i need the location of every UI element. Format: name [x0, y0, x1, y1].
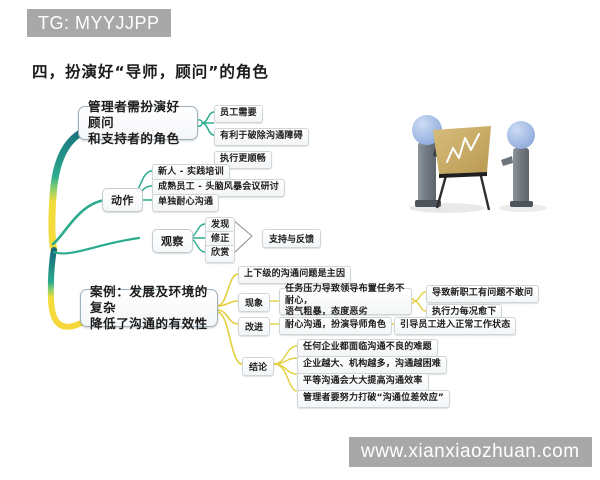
node-action-root-label: 动作: [111, 194, 134, 207]
node-case-lead-label: 上下级的沟通问题是主因: [244, 269, 346, 279]
node-group-conclusion-label: 结论: [249, 363, 268, 373]
node-improvement-detail-label: 耐心沟通，扮演导师角色: [285, 320, 387, 330]
node-observe-child-3-label: 欣赏: [211, 248, 230, 258]
node-conclusion-4[interactable]: 管理者要努力打破“沟通位差效应”: [297, 390, 451, 408]
node-action-child-1-label: 新人 - 实践培训: [158, 167, 224, 177]
node-improvement-result[interactable]: 引导员工进入正常工作状态: [394, 317, 517, 335]
node-role-child-2-label: 有利于破除沟通障碍: [220, 131, 303, 141]
node-phenomenon-effect-2-label: 执行力每况愈下: [432, 307, 497, 317]
node-case-lead[interactable]: 上下级的沟通问题是主因: [238, 266, 352, 284]
node-conclusion-4-label: 管理者要努力打破“沟通位差效应”: [303, 393, 445, 403]
node-observe-root-label: 观察: [161, 235, 184, 248]
node-observe-child-3[interactable]: 欣赏: [205, 245, 236, 263]
node-conclusion-1-label: 任何企业都面临沟通不良的难题: [303, 342, 432, 352]
node-role-child-1[interactable]: 员工需要: [214, 105, 263, 123]
node-conclusion-2-label: 企业越大、机构越多，沟通越困难: [303, 359, 442, 369]
node-conclusion-3[interactable]: 平等沟通会大大提高沟通效率: [297, 373, 429, 391]
node-role-root-label: 管理者需扮演好顾问 和支持者的角色: [88, 99, 180, 146]
node-group-phenomenon-label: 现象: [245, 299, 264, 309]
node-conclusion-1[interactable]: 任何企业都面临沟通不良的难题: [297, 339, 438, 357]
node-action-child-3-label: 单独耐心沟通: [158, 197, 214, 207]
node-phenomenon-effect-1-label: 导致新职工有问题不敢问: [432, 288, 534, 298]
node-improvement-result-label: 引导员工进入正常工作状态: [400, 320, 511, 330]
node-action-child-2[interactable]: 成熟员工 - 头脑风暴会议研讨: [152, 179, 286, 197]
node-observe-root[interactable]: 观察: [152, 229, 193, 253]
node-group-improvement-label: 改进: [245, 323, 264, 333]
node-role-root[interactable]: 管理者需扮演好顾问 和支持者的角色: [78, 99, 198, 146]
node-conclusion-2[interactable]: 企业越大、机构越多，沟通越困难: [297, 356, 448, 374]
node-role-child-1-label: 员工需要: [220, 108, 257, 118]
illustration-presentation: [409, 115, 547, 213]
node-observe-merge[interactable]: 支持与反馈: [262, 229, 322, 248]
node-action-child-3[interactable]: 单独耐心沟通: [152, 194, 220, 212]
node-action-root[interactable]: 动作: [102, 188, 143, 212]
node-case-root-label: 案例：发展及环境的复杂 降低了沟通的有效性: [90, 284, 208, 331]
watermark-top: TG: MYYJJPP: [27, 9, 171, 37]
node-phenomenon-effect-1[interactable]: 导致新职工有问题不敢问: [426, 285, 540, 303]
node-group-improvement[interactable]: 改进: [238, 317, 271, 336]
node-phenomenon-detail[interactable]: 任务压力导致领导布置任务不耐心， 语气粗暴，态度恶劣: [279, 284, 412, 317]
node-group-conclusion[interactable]: 结论: [242, 357, 275, 376]
node-observe-child-2-label: 修正: [211, 234, 230, 244]
node-observe-merge-label: 支持与反馈: [269, 235, 315, 245]
node-case-root[interactable]: 案例：发展及环境的复杂 降低了沟通的有效性: [80, 284, 218, 331]
watermark-bottom: www.xianxiaozhuan.com: [349, 437, 592, 467]
node-improvement-detail[interactable]: 耐心沟通，扮演导师角色: [279, 317, 393, 335]
node-role-child-2[interactable]: 有利于破除沟通障碍: [214, 128, 309, 146]
node-group-phenomenon[interactable]: 现象: [238, 293, 271, 312]
page-title: 四，扮演好“导师，顾问”的角色: [32, 63, 269, 81]
node-conclusion-3-label: 平等沟通会大大提高沟通效率: [303, 376, 423, 386]
node-role-child-3-label: 执行更顺畅: [220, 154, 267, 164]
node-action-child-2-label: 成熟员工 - 头脑风暴会议研讨: [158, 182, 280, 192]
node-observe-child-1-label: 发现: [211, 220, 230, 230]
node-phenomenon-detail-label: 任务压力导致领导布置任务不耐心， 语气粗暴，态度恶劣: [285, 284, 405, 318]
